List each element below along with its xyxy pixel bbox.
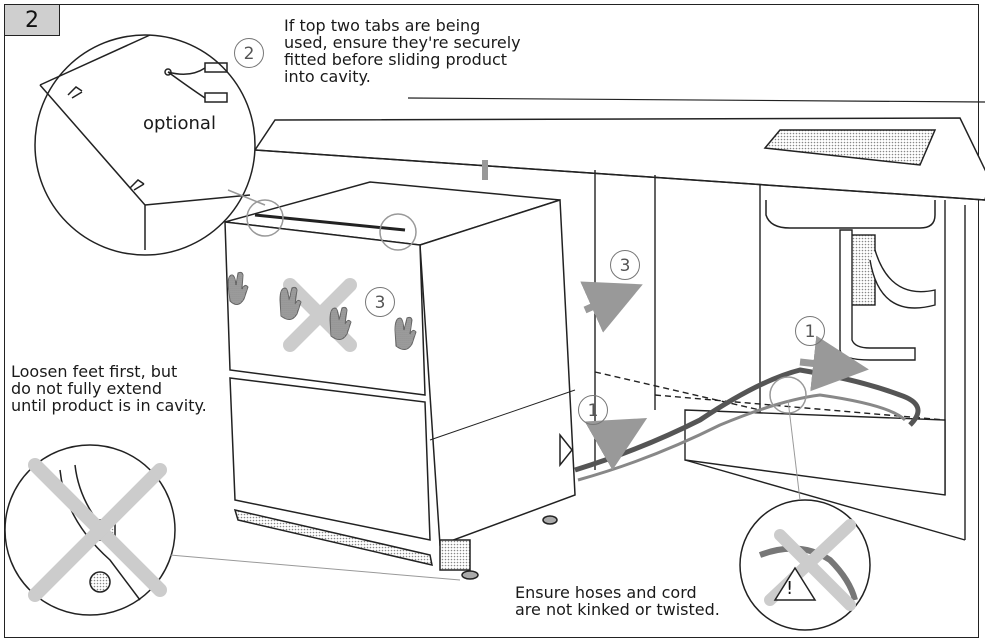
- feet-detail-inset: [4, 444, 461, 616]
- hose-detail-inset: [739, 376, 871, 631]
- countertop: [253, 117, 985, 229]
- step-marker-slide-in: 3: [610, 250, 640, 280]
- drain-pipe: [839, 229, 936, 361]
- callout-leader: [407, 97, 985, 103]
- figure-frame: [4, 4, 979, 638]
- warning-triangle-icon: !: [786, 578, 794, 599]
- hoses-callout: Ensure hoses and cord are not kinked or …: [515, 583, 720, 619]
- step-marker-hose-right: 1: [795, 316, 825, 346]
- step-number-badge: 2: [5, 5, 60, 36]
- dishwasher: [224, 181, 576, 580]
- step-marker-tabs: 2: [234, 38, 264, 68]
- step-marker-push-drawer: 3: [365, 287, 395, 317]
- tab-detail-inset: [34, 34, 417, 256]
- optional-label: optional: [143, 113, 216, 134]
- feet-callout: Loosen feet first, but do not fully exte…: [11, 362, 207, 415]
- top-tabs-callout: If top two tabs are being used, ensure t…: [284, 16, 521, 86]
- hand-icon: [227, 271, 417, 350]
- step-marker-hose-left: 1: [578, 395, 608, 425]
